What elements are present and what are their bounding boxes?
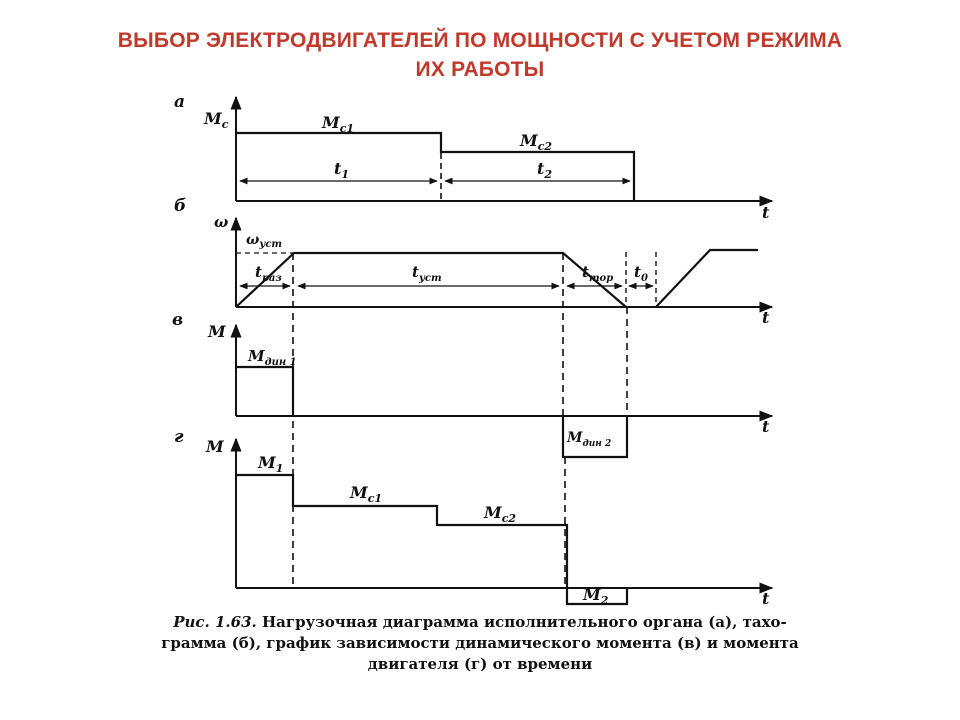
caption-line-1: Рис. 1.63. Нагрузочная диаграмма исполни… bbox=[62, 612, 898, 633]
slide-title-line-1: ВЫБОР ЭЛЕКТРОДВИГАТЕЛЕЙ ПО МОЩНОСТИ С УЧ… bbox=[117, 29, 843, 52]
figure-caption: Рис. 1.63. Нагрузочная диаграмма исполни… bbox=[62, 612, 898, 675]
panel-b-letter: б bbox=[174, 196, 186, 216]
panel-b-ttor-label: tтор bbox=[582, 263, 613, 284]
panel-g-x-label: t bbox=[762, 589, 770, 608]
panel-a-mc1-label: Mc1 bbox=[321, 113, 354, 135]
dashed-time-guides bbox=[292, 253, 628, 588]
panel-a-mc2-label: Mc2 bbox=[519, 131, 552, 153]
caption-prefix: Рис. 1.63. bbox=[173, 613, 257, 631]
slide-title-line-2: ИХ РАБОТЫ bbox=[415, 58, 545, 81]
panel-a-load-curve bbox=[236, 131, 636, 201]
caption-line-1-text: Нагрузочная диаграмма исполнительного ор… bbox=[256, 613, 787, 631]
panel-a-letter: а bbox=[174, 92, 185, 112]
panel-v-mdin2-block bbox=[561, 416, 629, 459]
panel-a-t2-label: t2 bbox=[537, 159, 552, 181]
panel-b-traz-label: tраз bbox=[255, 263, 282, 284]
panel-b-tust-label: tуст bbox=[412, 263, 442, 284]
panel-g-letter: г bbox=[174, 427, 184, 447]
panel-a-x-label: t bbox=[762, 203, 770, 222]
panel-v-mdin1-block bbox=[236, 365, 295, 416]
caption-line-3: двигателя (г) от времени bbox=[367, 655, 593, 673]
panel-a-y-label: Mc bbox=[203, 109, 229, 131]
panel-v-mdin1-label: Mдин 1 bbox=[247, 347, 297, 368]
panel-g-m2-label: M2 bbox=[582, 585, 609, 607]
panel-v bbox=[230, 323, 774, 459]
panel-b-next-cycle-curve bbox=[655, 248, 758, 308]
panel-b-y-label: ω bbox=[214, 213, 228, 231]
panel-b bbox=[230, 216, 774, 313]
panel-v-y-label: M bbox=[207, 322, 227, 341]
panel-g-y-label: M bbox=[205, 437, 225, 456]
panel-g-mc1-label: Mc1 bbox=[349, 483, 382, 505]
caption-line-2: грамма (б), график зависимости динамичес… bbox=[161, 634, 799, 652]
panel-g-mc2-label: Mc2 bbox=[483, 503, 516, 525]
panel-a bbox=[230, 95, 774, 207]
panel-v-x-label: t bbox=[762, 417, 770, 436]
slide-title: ВЫБОР ЭЛЕКТРОДВИГАТЕЛЕЙ ПО МОЩНОСТИ С УЧ… bbox=[40, 26, 920, 84]
panel-b-omega-label: ωуст bbox=[246, 232, 282, 250]
panel-b-t0-label: t0 bbox=[634, 263, 648, 284]
panel-b-x-label: t bbox=[762, 308, 770, 327]
panel-b-speed-curve bbox=[235, 251, 627, 308]
panel-g-m1-label: M1 bbox=[257, 453, 283, 475]
panel-a-t1-label: t1 bbox=[334, 159, 349, 181]
panel-v-letter: в bbox=[172, 310, 183, 330]
panel-g-motor-torque-curve bbox=[236, 473, 629, 606]
panel-v-mdin2-label: Mдин 2 bbox=[566, 430, 611, 449]
